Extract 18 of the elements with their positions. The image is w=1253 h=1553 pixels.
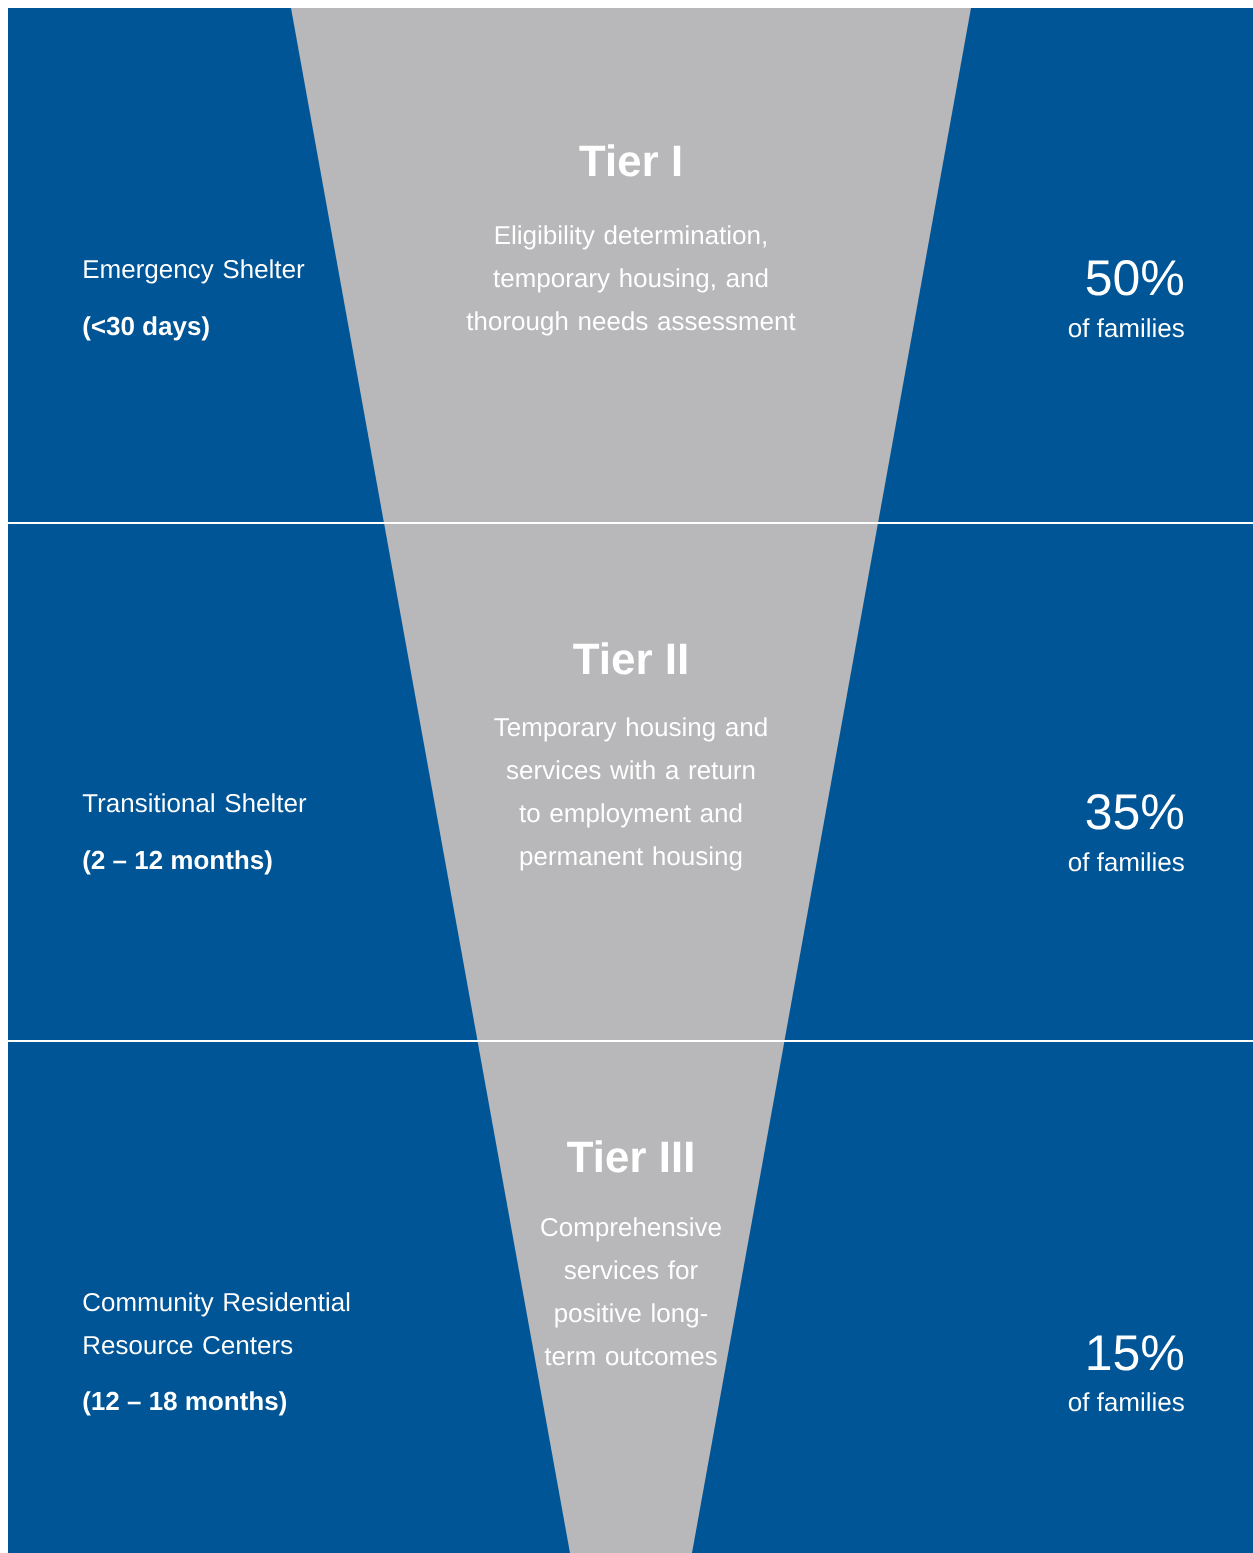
percentage-caption: of families <box>1068 1392 1184 1412</box>
percentage: 50% <box>1086 260 1183 296</box>
stage-duration: (12 – 18 months) <box>83 1391 287 1416</box>
stage-duration: (<30 days) <box>83 316 209 341</box>
tier-title: Tier I <box>579 144 681 177</box>
percentage: 35% <box>1086 794 1183 830</box>
tier-title: Tier III <box>567 1140 693 1173</box>
stage-duration: (2 – 12 months) <box>83 850 272 875</box>
percentage-caption: of families <box>1068 318 1184 338</box>
tier-title: Tier II <box>573 642 687 675</box>
percentage-caption: of families <box>1068 852 1184 872</box>
tier-description: Eligibility determination, temporary housing, and thorough needs assessment <box>466 225 796 336</box>
tier-description: Comprehensive services for positive long-term outcomes <box>541 1217 721 1366</box>
tier-description: Temporary housing and services with a return to employment and permanent housing <box>494 717 767 871</box>
percentage: 15% <box>1088 1335 1183 1371</box>
stage-name: Community Residential Resource Centers <box>83 1292 350 1355</box>
stage-name: Transitional Shelter <box>82 793 307 813</box>
stage-name: Emergency Shelter <box>84 259 305 284</box>
